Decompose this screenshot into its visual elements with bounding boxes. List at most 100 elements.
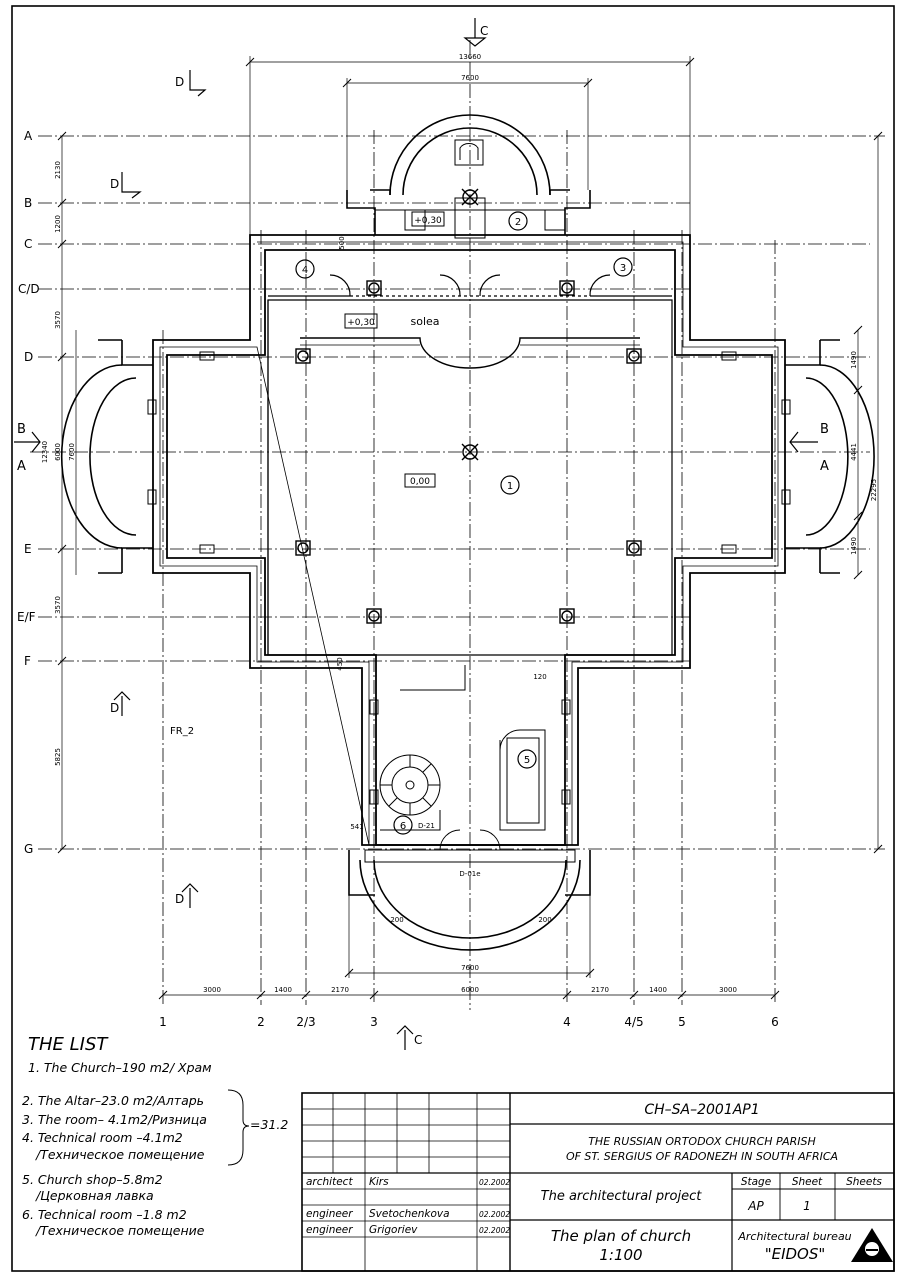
room-number-5: 5 [524,755,530,766]
dim-bottom-3: 2170 [331,986,349,994]
dim-left-4: 6000 [54,443,62,461]
section-d4: D [175,892,184,906]
dimension-ticks [57,57,883,1000]
door-d21: D-21 [418,822,435,830]
columns [295,280,642,624]
tb-stage: AP [747,1199,764,1213]
section-a-left: A [17,459,26,474]
door-swings [439,829,501,851]
dim-left-1: 2130 [54,161,62,179]
dim-bottom-4: 6000 [461,986,479,994]
row-axis-cd: C/D [18,282,40,296]
tb-doc-title: The architectural project [541,1189,703,1204]
dim-right-2: 4441 [850,443,858,461]
row-axis-ef: E/F [17,610,36,624]
room-number-3: 3 [620,263,626,274]
center-cross-marks [461,188,479,461]
dim-bottom-s1: 200 [390,916,403,924]
room-marker-3 [613,257,633,277]
north-apse [60,339,153,574]
altar-apse [346,114,591,236]
dim-left-3: 3570 [54,311,62,329]
room-marker-5 [517,749,537,769]
list-item-4b: /Техническое помещение [35,1147,205,1162]
section-d1: D [175,75,184,89]
tb-row3-role: engineer [306,1224,353,1236]
dim-inner-top: 7600 [461,74,479,82]
tb-stage-header: Stage [741,1176,771,1188]
row-axis-lines [30,135,885,850]
dim-right-3: 1490 [850,537,858,555]
windows [147,351,791,805]
row-axis-f: F [24,654,31,668]
list-item-1: 1. The Church–190 m2/ Храм [28,1060,212,1075]
door-d01: D-01e [459,870,480,878]
dim-left-2: 1200 [54,215,62,233]
dim-right-1: 1490 [850,351,858,369]
list-item-5a: 5. Church shop–5.8m2 [22,1172,163,1187]
section-b-right: B [820,422,829,437]
tb-bureau-line2: "EIDOS" [765,1245,826,1263]
wall-piers [460,445,480,459]
col-axis-2: 2 [257,1015,265,1029]
list-item-3: 3. The room– 4.1m2/Ризница [22,1112,207,1127]
tb-project-line1: THE RUSSIAN ORTODOX CHURCH PARISH [588,1135,816,1148]
list-brace [227,1089,250,1166]
dim-right-total: 22295 [870,479,878,501]
row-axis-b: B [24,196,32,210]
tb-drawing-line2: 1:100 [599,1246,642,1264]
col-axis-2-3: 2/3 [296,1015,315,1029]
dim-overall-top: 13660 [459,53,481,61]
section-b-left: B [17,422,26,437]
title-block-grid [301,1092,895,1272]
section-d2: D [110,177,119,191]
tb-row1-role: architect [306,1176,353,1188]
tb-bureau-line1: Architectural bureau [737,1230,851,1243]
solea-label: solea [410,315,439,328]
row-axis-a: A [24,129,33,143]
col-axis-4-5: 4/5 [624,1015,643,1029]
dim-left-apse: 7600 [68,443,76,461]
list-sum: =31.2 [250,1117,288,1132]
col-axis-6: 6 [771,1015,779,1029]
section-a-right: A [820,459,829,474]
room-markers [295,211,633,835]
entrance-vestibule [400,665,546,831]
dim-left-6: 5825 [54,748,62,766]
row-axis-e: E [24,542,32,556]
list-item-4a: 4. Technical room –4.1m2 [22,1130,183,1145]
column-axis-lines [162,40,776,1010]
dim-500: 500 [338,236,346,249]
section-c-top: C [480,24,488,38]
row-axis-d: D [24,350,33,364]
entrance-apse [348,849,591,951]
row-axis-c: C [24,237,32,251]
col-axis-3: 3 [370,1015,378,1029]
tb-row2-role: engineer [306,1208,353,1220]
room-marker-6 [393,815,413,835]
dim-bottom-s2: 200 [538,916,551,924]
level-solea: +0,30 [347,318,375,328]
section-c-bottom: C [414,1033,422,1047]
tb-row3-date: 02.2002 [479,1226,510,1235]
eidos-logo [851,1228,893,1262]
tb-project-line2: OF ST. SERGIUS OF RADONEZH IN SOUTH AFRI… [566,1150,838,1163]
tb-sheet: 1 [803,1199,811,1213]
tb-row1-date: 02.2002 [479,1178,510,1187]
dim-small-120: 120 [533,673,546,681]
dim-541: 541 [350,823,363,831]
south-apse [785,339,875,574]
tb-row3-name: Grigoriev [369,1224,418,1236]
section-markers [14,18,818,1050]
dim-bottom-inner: 7600 [461,964,479,972]
col-axis-4: 4 [563,1015,571,1029]
list-item-2: 2. The Altar–23.0 m2/Алтарь [22,1093,204,1108]
tb-sheets-header: Sheets [846,1176,882,1188]
level-floor: 0,00 [410,477,430,487]
section-d3: D [110,701,119,715]
dim-left-5: 3570 [54,596,62,614]
room-marker-1 [500,475,520,495]
room-number-6: 6 [400,821,406,832]
dim-bottom-7: 3000 [719,986,737,994]
